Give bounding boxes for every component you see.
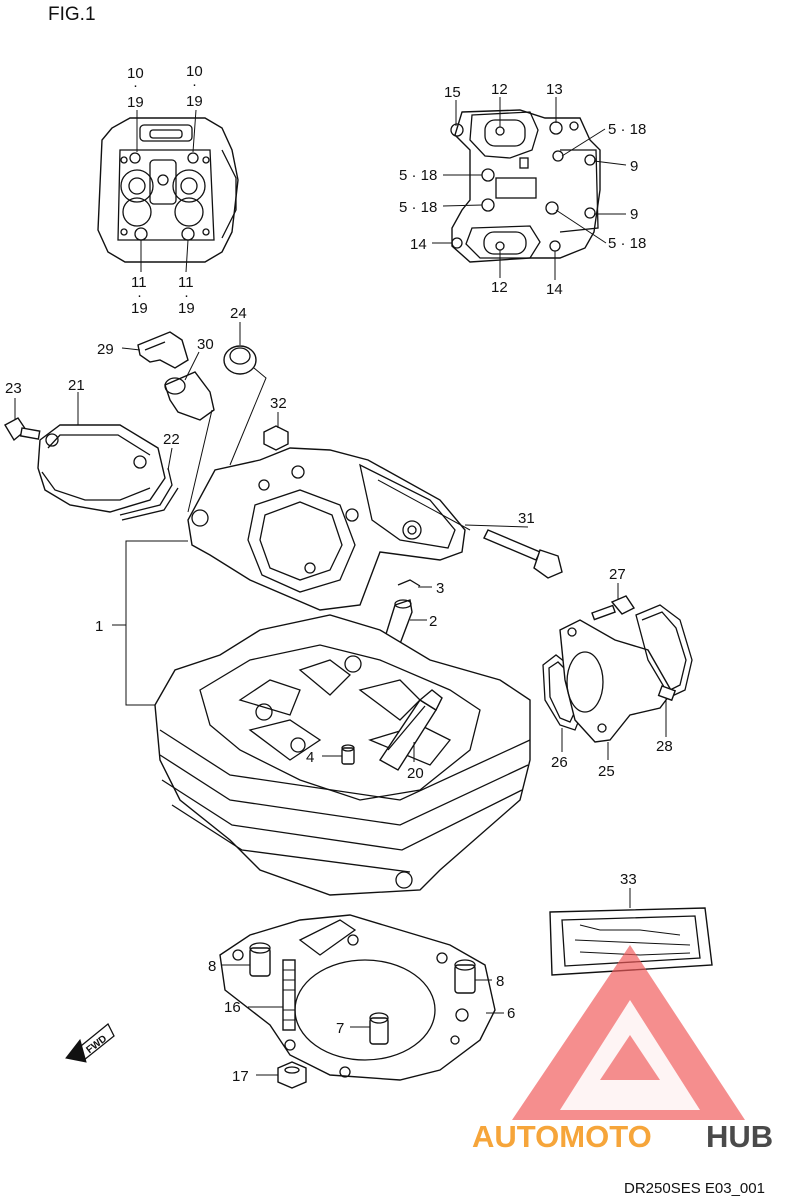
callout-13: 13 xyxy=(546,81,563,98)
part-20-spark-plug xyxy=(378,689,443,771)
part-30-cap xyxy=(164,351,215,513)
callout-5-18: 5 · 18 xyxy=(608,121,646,138)
callout-6: 6 xyxy=(507,1005,515,1022)
callout-7: 7 xyxy=(336,1020,344,1037)
part-33-decal xyxy=(549,888,713,976)
part-4-dowel xyxy=(322,744,355,765)
callout-11-right: 11 xyxy=(178,274,194,291)
part-31-bolt xyxy=(377,479,563,579)
callout-8-left: 8 xyxy=(208,958,216,975)
callout-dot: · xyxy=(133,77,138,94)
part-24-plug xyxy=(223,322,267,466)
callout-12-bottom: 12 xyxy=(491,279,508,296)
callout-9: 9 xyxy=(630,206,638,223)
callout-5-18: 5 · 18 xyxy=(608,235,646,252)
callout-19: 19 xyxy=(186,93,203,110)
part-23-bolt xyxy=(4,398,41,442)
part-21-cover xyxy=(37,392,166,513)
watermark-logo xyxy=(512,945,745,1120)
part-16-stud xyxy=(248,959,296,1031)
part-27-bolt xyxy=(591,583,636,621)
callout-dot: · xyxy=(137,287,142,304)
callout-32: 32 xyxy=(270,395,287,412)
fwd-arrow-icon: FWD xyxy=(65,1022,115,1063)
callout-10-left: 10 xyxy=(127,65,144,82)
callout-31: 31 xyxy=(518,510,535,527)
callout-25: 25 xyxy=(598,763,615,780)
callout-27: 27 xyxy=(609,566,626,583)
callout-8-right: 8 xyxy=(496,973,504,990)
callout-24: 24 xyxy=(230,305,247,322)
callout-dot: · xyxy=(184,287,189,304)
callout-26: 26 xyxy=(551,754,568,771)
callout-1: 1 xyxy=(95,618,103,635)
part-1-bracket xyxy=(112,540,188,706)
callout-23: 23 xyxy=(5,380,22,397)
callout-20: 20 xyxy=(407,765,424,782)
part-6-head-gasket xyxy=(219,914,504,1081)
head-bottom-view xyxy=(432,97,627,280)
top-right-callouts: 15 12 13 5 · 18 9 5 · 18 5 · 18 9 14 5 ·… xyxy=(399,81,646,298)
cam-housing xyxy=(187,447,466,611)
part-22-gasket xyxy=(119,447,179,521)
callout-11-left: 11 xyxy=(131,274,147,291)
callout-2: 2 xyxy=(429,613,437,630)
part-28-clamp xyxy=(635,604,693,737)
watermark-brand-b: HUB xyxy=(706,1119,773,1154)
part-3-clip xyxy=(397,579,432,588)
cylinder-head-top-view xyxy=(97,109,239,273)
figure-title: FIG.1 xyxy=(48,4,96,25)
callout-dot: · xyxy=(192,76,197,93)
callout-5-18: 5 · 18 xyxy=(399,199,437,216)
callout-22: 22 xyxy=(163,431,180,448)
part-25-intake-pipe xyxy=(559,619,673,760)
callout-14: 14 xyxy=(410,236,427,253)
callout-21: 21 xyxy=(68,377,85,394)
callout-16: 16 xyxy=(224,999,241,1016)
callout-33: 33 xyxy=(620,871,637,888)
callout-29: 29 xyxy=(97,341,114,358)
part-32-bolt xyxy=(263,412,289,451)
figure-code: DR250SES E03_001 xyxy=(624,1180,765,1197)
watermark-brand-a: AUTOMOTO xyxy=(472,1119,652,1154)
callout-12-top: 12 xyxy=(491,81,508,98)
part-8-dowel-left xyxy=(222,942,271,977)
callout-10-right: 10 xyxy=(186,63,203,80)
callout-17: 17 xyxy=(232,1068,249,1085)
callout-14: 14 xyxy=(546,281,563,298)
callout-19: 19 xyxy=(131,300,148,317)
callout-28: 28 xyxy=(656,738,673,755)
callout-9: 9 xyxy=(630,158,638,175)
callout-3: 3 xyxy=(436,580,444,597)
callout-15: 15 xyxy=(444,84,461,101)
callout-19: 19 xyxy=(127,94,144,111)
main-callouts: 29 30 24 23 21 22 32 31 3 2 1 27 4 20 26… xyxy=(5,305,673,1085)
top-left-callouts: 10 · 19 10 · 19 11 · 19 11 · 19 xyxy=(127,63,203,317)
callout-5-18: 5 · 18 xyxy=(399,167,437,184)
part-8-dowel-right xyxy=(454,959,492,994)
callout-19: 19 xyxy=(178,300,195,317)
callout-4: 4 xyxy=(306,749,314,766)
part-7-dowel xyxy=(350,1012,389,1045)
part-17-nut xyxy=(256,1061,307,1089)
callout-30: 30 xyxy=(197,336,214,353)
part-29-bracket xyxy=(121,331,189,369)
